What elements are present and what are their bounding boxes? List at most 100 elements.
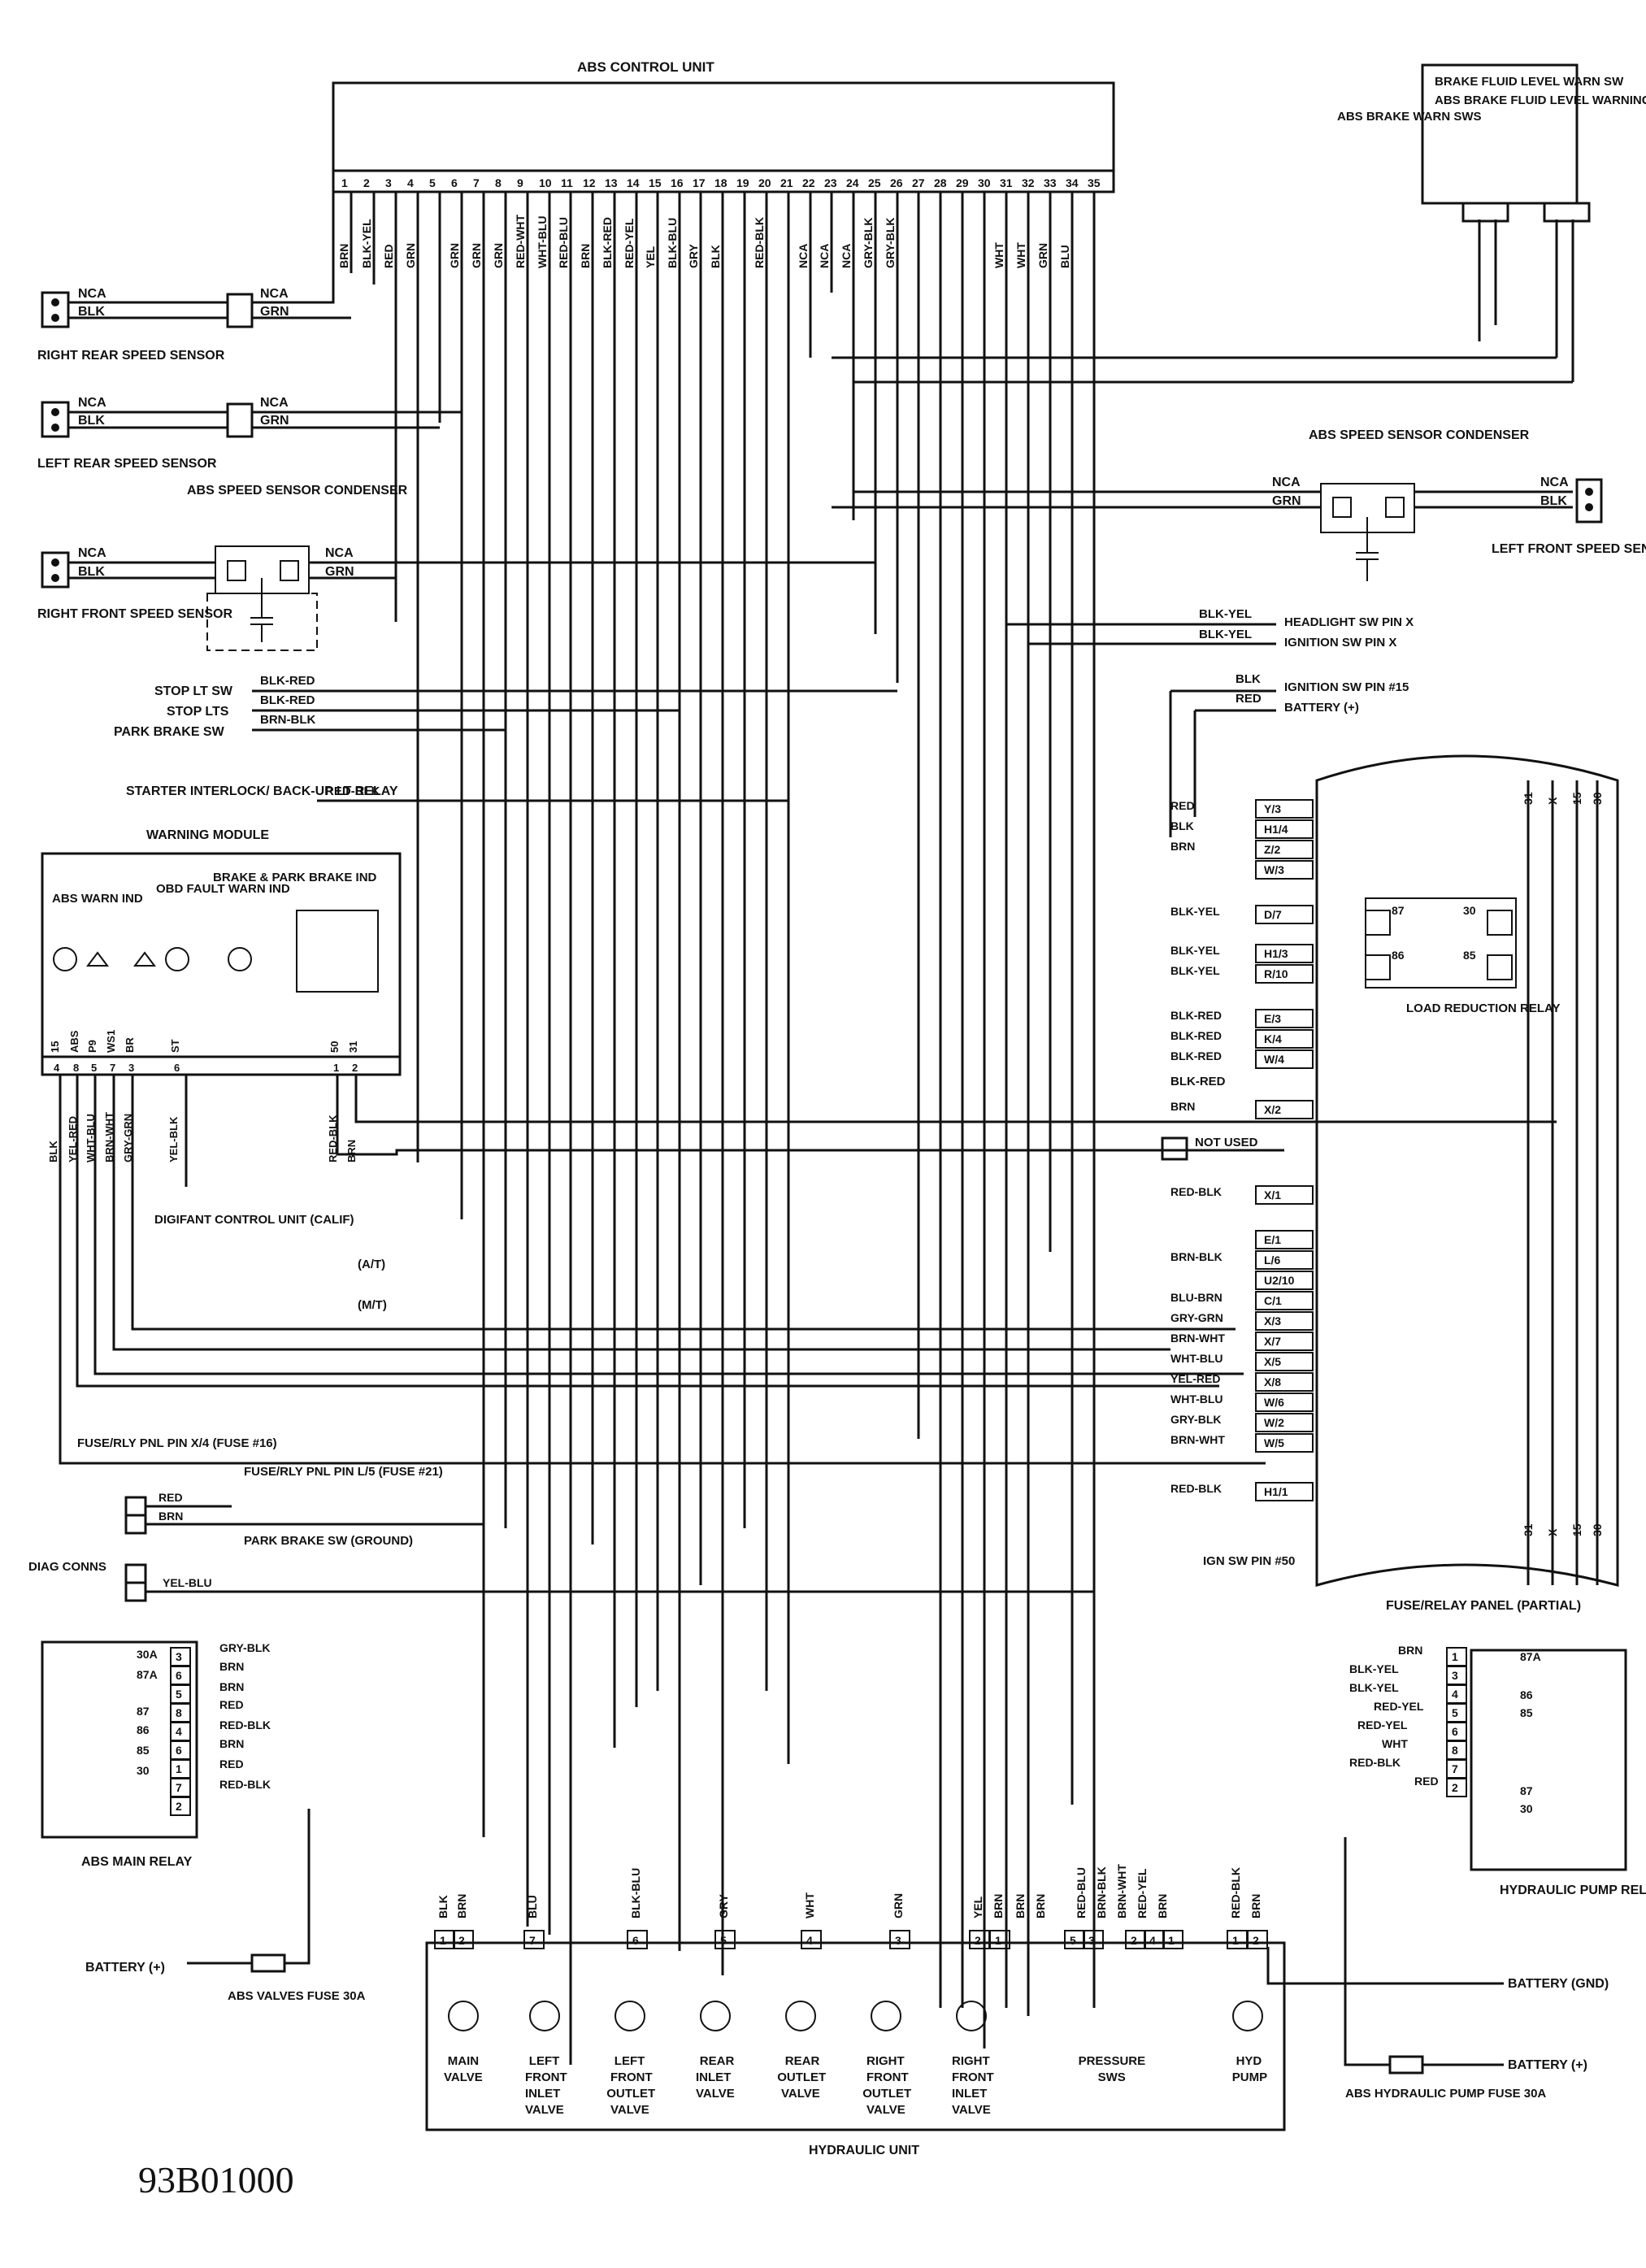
fp-wire-2: BRN xyxy=(1170,840,1195,853)
lf-nca-label: NCA xyxy=(1272,476,1301,489)
fp-pin-X-3: X/3 xyxy=(1264,1314,1281,1327)
pr-wire-1: BLK-YEL xyxy=(1349,1662,1399,1675)
fp-col-top-1: X xyxy=(1546,797,1559,805)
abs-wire-20: NCA xyxy=(818,244,831,268)
hydraulic-unit-items: MAINVALVELEFTFRONTINLETVALVELEFTFRONTOUT… xyxy=(444,2001,1267,2117)
lf-condenser-label: ABS SPEED SENSOR CONDENSER xyxy=(1309,428,1530,442)
digifant-label: DIGIFANT CONTROL UNIT (CALIF) xyxy=(154,1213,354,1227)
fp-pin-box-22 xyxy=(1255,1433,1314,1453)
abs-wire-14: YEL xyxy=(644,245,657,268)
fp-wire-19: YEL-RED xyxy=(1170,1372,1220,1385)
fp-col-bot-2: 15 xyxy=(1570,1523,1583,1536)
hu-pin-box-2 xyxy=(523,1930,545,1949)
fp-pin-box-14 xyxy=(1255,1271,1314,1290)
mr-wire-3: RED xyxy=(219,1698,244,1711)
battery-gnd-label: BATTERY (GND) xyxy=(1508,1977,1609,1991)
abs-wire-21: NCA xyxy=(840,244,853,268)
abs-pin-9: 9 xyxy=(517,176,523,189)
lr-nca2-label: NCA xyxy=(260,396,289,410)
wm-term-5: ST xyxy=(169,1039,181,1053)
fp-pin-box-12 xyxy=(1255,1230,1314,1249)
abs-pin-18: 18 xyxy=(714,176,727,189)
hu-item-2-word-1: FRONT xyxy=(610,2070,653,2084)
ign15-wire: BLK xyxy=(1236,672,1261,686)
hu-item-7-word-1: SWS xyxy=(1098,2070,1126,2084)
wm-pin-4: 4 xyxy=(54,1062,60,1074)
pr-pin-2-7: 2 xyxy=(1452,1781,1458,1794)
abs-wire-1: BRN xyxy=(337,244,350,268)
ign15-label: IGNITION SW PIN #15 xyxy=(1284,680,1409,694)
abs-wire-8: RED-WHT xyxy=(514,214,527,268)
brake-park-ind-label: BRAKE & PARK BRAKE IND xyxy=(213,871,377,884)
rr-nca2-label: NCA xyxy=(260,287,289,301)
fp-pin-box-4 xyxy=(1255,905,1314,924)
abs-wire-18: RED-BLK xyxy=(753,217,766,268)
hu-wire-9: BRN xyxy=(1014,1894,1027,1918)
stop-lt-sw-label: STOP LT SW xyxy=(154,684,233,698)
abs-wire-3: RED xyxy=(382,244,395,268)
wm-pin-8: 8 xyxy=(73,1062,79,1074)
fp-pin-U2-10: U2/10 xyxy=(1264,1274,1295,1287)
park-brake-wire: BRN-BLK xyxy=(260,713,315,727)
pr-wire-2: BLK-YEL xyxy=(1349,1681,1399,1694)
abs-pin-3: 3 xyxy=(385,176,392,189)
diag-conns-label: DIAG CONNS xyxy=(28,1560,106,1574)
pr-wire-7: RED xyxy=(1414,1775,1439,1788)
fp-wire-22: BRN-WHT xyxy=(1170,1433,1225,1446)
abs-pin-20: 20 xyxy=(758,176,771,189)
pr-pin-7-6: 7 xyxy=(1452,1762,1458,1775)
fp-pin-box-23 xyxy=(1255,1482,1314,1501)
wm-pin-7: 7 xyxy=(110,1062,115,1074)
fp-pin-L-6: L/6 xyxy=(1264,1253,1280,1267)
hu-pin-box-1 xyxy=(453,1930,474,1949)
hydraulic-unit-title: HYDRAULIC UNIT xyxy=(809,2144,919,2157)
fp-wire-18: WHT-BLU xyxy=(1170,1352,1223,1365)
hu-item-6-word-1: FRONT xyxy=(952,2070,994,2084)
headlight-wire: BLK-YEL xyxy=(1199,607,1252,621)
fp-wire-8: BLK-RED xyxy=(1170,1029,1222,1042)
abs-control-unit-title: ABS CONTROL UNIT xyxy=(577,59,714,75)
wm-pin-5: 5 xyxy=(91,1062,97,1074)
wm-term-3: WS1 xyxy=(105,1030,117,1053)
hu-pin-box-6 xyxy=(889,1930,910,1949)
fp-col-top-0: 31 xyxy=(1522,792,1535,805)
wm-pin-2: 2 xyxy=(352,1062,358,1074)
hu-wire-13: BRN-WHT xyxy=(1115,1864,1128,1918)
hu-item-1-word-3: VALVE xyxy=(525,2103,564,2117)
wm-term-1: ABS xyxy=(68,1030,80,1053)
hu-item-4-word-1: OUTLET xyxy=(777,2070,826,2084)
hu-pin-5-9: 5 xyxy=(1070,1934,1076,1947)
hu-item-4-word-0: REAR xyxy=(785,2054,820,2068)
fp-wire-0: RED xyxy=(1170,799,1195,812)
pr-wire-4: RED-YEL xyxy=(1357,1718,1408,1731)
hu-item-2-word-2: OUTLET xyxy=(606,2087,655,2101)
mt-label: (M/T) xyxy=(358,1298,387,1312)
fp-wire-20: WHT-BLU xyxy=(1170,1393,1223,1406)
pr-wire-0: BRN xyxy=(1398,1644,1422,1657)
hu-pin-1-14: 1 xyxy=(1232,1934,1239,1947)
mr-pin-2-8: 2 xyxy=(176,1800,182,1813)
abs-wire-25: WHT xyxy=(1014,242,1027,268)
wm-wire-7: BRN xyxy=(345,1140,358,1162)
mr-pin-6-1: 6 xyxy=(176,1669,182,1682)
wm-wire-5: YEL-BLK xyxy=(167,1116,180,1162)
hu-item-symbol-0 xyxy=(448,2001,479,2031)
fp-pin-box-13 xyxy=(1255,1250,1314,1270)
load-relay-label: LOAD REDUCTION RELAY xyxy=(1406,1001,1560,1015)
hu-item-8-word-1: PUMP xyxy=(1232,2070,1267,2084)
abs-pin-13: 13 xyxy=(605,176,618,189)
mr-pin-7-7: 7 xyxy=(176,1781,182,1794)
hu-pin-1-8: 1 xyxy=(995,1934,1001,1947)
fp-wire-11: RED-BLK xyxy=(1170,1185,1222,1198)
fp-pin-Y-3: Y/3 xyxy=(1264,802,1281,815)
fp-pin-box-16 xyxy=(1255,1311,1314,1331)
abs-pin-10: 10 xyxy=(539,176,552,189)
fp-wire-23: RED-BLK xyxy=(1170,1482,1222,1495)
hu-wire-5: WHT xyxy=(803,1892,816,1918)
wm-term-0: 15 xyxy=(49,1041,61,1053)
